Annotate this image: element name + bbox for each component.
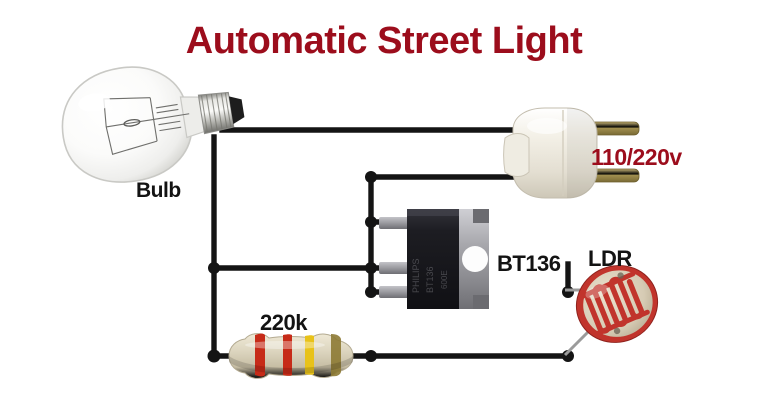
triac-body-highlight xyxy=(407,209,459,216)
label-voltage: 110/220v xyxy=(591,144,682,170)
label-resistor: 220k xyxy=(260,310,307,335)
resistor-band-yellow xyxy=(305,335,314,375)
junction-dot xyxy=(365,171,377,183)
junction-dot xyxy=(562,286,574,298)
triac-lead-mt1 xyxy=(379,217,413,229)
triac-lead-mt2 xyxy=(379,262,413,274)
resistor-band-gold xyxy=(331,334,341,377)
resistor-highlight xyxy=(245,341,325,349)
junction-dot xyxy=(365,286,377,298)
ldr-highlight xyxy=(585,284,609,299)
triac-mounting-hole xyxy=(462,246,488,272)
ldr-contact-pad xyxy=(617,272,624,279)
triac-lead-gate xyxy=(379,286,413,298)
svg-text:PHILIPS: PHILIPS xyxy=(411,258,421,293)
bulb-filament-coil xyxy=(123,118,141,127)
svg-text:600E: 600E xyxy=(440,270,449,289)
plug-highlight xyxy=(527,118,567,134)
triac-bt136: PHILIPS BT136 600E xyxy=(379,209,489,309)
resistor-band-red-1 xyxy=(255,333,265,377)
triac-body xyxy=(407,209,459,309)
junction-dot xyxy=(365,262,377,274)
junction-dot xyxy=(208,262,220,274)
light-dependent-resistor xyxy=(563,265,659,357)
ldr-contact-pad xyxy=(613,327,621,335)
svg-text:BT136: BT136 xyxy=(425,266,435,293)
page-title: Automatic Street Light xyxy=(185,20,583,62)
triac-leads xyxy=(379,217,413,298)
resistor-band-red-2 xyxy=(283,334,292,376)
plug-collar xyxy=(503,133,530,177)
label-triac: BT136 xyxy=(497,251,561,276)
label-ldr: LDR xyxy=(588,246,632,271)
ldr-serpentine-track xyxy=(579,271,650,336)
title-layer: Automatic Street Light xyxy=(0,22,768,60)
resistor-color-bands xyxy=(255,333,341,377)
bulb-screw-base xyxy=(197,91,235,135)
junction-dot xyxy=(365,216,377,228)
plug-shadow xyxy=(567,108,597,198)
bulb-filament xyxy=(103,97,190,155)
bulb-tip-contact xyxy=(228,96,245,124)
triac-metal-tab xyxy=(457,209,489,309)
bulb-highlight xyxy=(78,93,111,112)
incandescent-bulb xyxy=(61,66,245,183)
label-bulb: Bulb xyxy=(136,179,181,202)
triac-body-markings: PHILIPS BT136 600E xyxy=(411,258,449,293)
resistor-shadow xyxy=(229,356,353,374)
mains-plug xyxy=(503,107,640,199)
bulb-glass xyxy=(61,66,193,183)
resistor-220k xyxy=(211,333,371,379)
